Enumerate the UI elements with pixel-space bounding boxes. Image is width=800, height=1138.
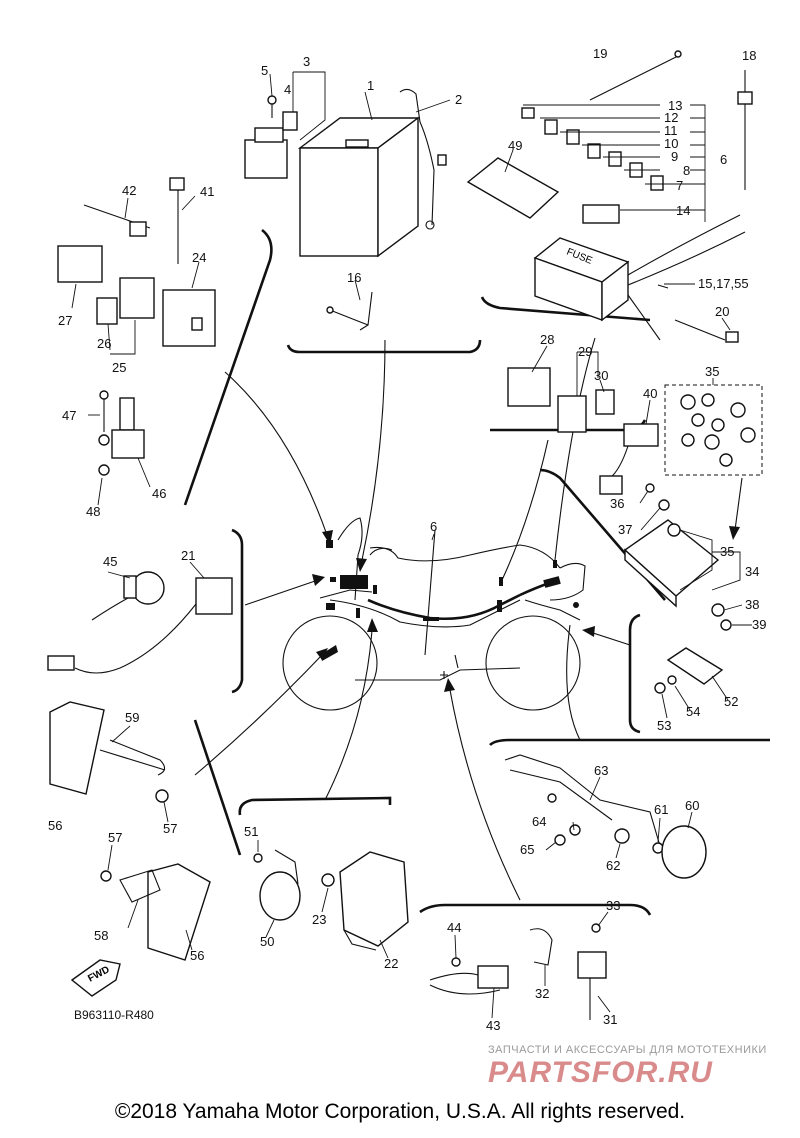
regulator-34 — [623, 499, 732, 631]
copyright-notice: ©2018 Yamaha Motor Corporation, U.S.A. A… — [114, 1100, 686, 1123]
callout-23: 23 — [312, 912, 326, 927]
callout-32: 32 — [535, 986, 549, 1001]
callout-27: 27 — [58, 313, 72, 328]
callout-6-center: 6 — [430, 519, 437, 534]
callout-24: 24 — [192, 250, 206, 265]
speed-sensor-46 — [98, 390, 145, 476]
callout-40: 40 — [643, 386, 657, 401]
callout-54: 54 — [686, 704, 700, 719]
callout-15-17-55: 15,17,55 — [698, 276, 749, 291]
fuse-box: FUSE — [533, 214, 746, 322]
leader-lines — [71, 71, 752, 1019]
callout-53: 53 — [657, 718, 671, 733]
callout-45: 45 — [103, 554, 117, 569]
cable-ties — [589, 50, 753, 343]
callout-20: 20 — [715, 304, 729, 319]
callout-numbers: 1 2 3 4 5 6 6 7 8 9 10 11 12 13 14 15,17… — [48, 46, 766, 1033]
callout-51: 51 — [244, 824, 258, 839]
arrow-fwd: FWD — [70, 959, 121, 997]
reflectors-left — [49, 701, 211, 961]
group-bracket-lines — [183, 228, 770, 916]
top-left-parts — [57, 177, 216, 347]
callout-49: 49 — [508, 138, 522, 153]
pointer-arrows — [194, 337, 743, 901]
callout-57-a: 57 — [163, 821, 177, 836]
callout-56-b: 56 — [190, 948, 204, 963]
callout-50: 50 — [260, 934, 274, 949]
callout-35-top: 35 — [705, 364, 719, 379]
fuse-cover-49 — [466, 157, 560, 219]
starter-relay — [244, 95, 298, 179]
callout-31: 31 — [603, 1012, 617, 1027]
callout-35-mid: 35 — [720, 544, 734, 559]
callout-26: 26 — [97, 336, 111, 351]
callout-64: 64 — [532, 814, 546, 829]
callout-48: 48 — [86, 504, 100, 519]
callout-44: 44 — [447, 920, 461, 935]
watermark-tagline: ЗАПЧАСТИ И АКСЕССУАРЫ ДЛЯ МОТОТЕХНИКИ — [488, 1044, 767, 1056]
callout-59: 59 — [125, 710, 139, 725]
callout-25: 25 — [112, 360, 126, 375]
horn-and-ecu — [253, 849, 409, 951]
sensors-lower — [429, 923, 607, 1020]
callout-60: 60 — [685, 798, 699, 813]
callout-5: 5 — [261, 63, 268, 78]
callout-41: 41 — [200, 184, 214, 199]
relays-28-30 — [507, 367, 615, 433]
callout-19: 19 — [593, 46, 607, 61]
callout-58: 58 — [94, 928, 108, 943]
callout-62: 62 — [606, 858, 620, 873]
callout-3: 3 — [303, 54, 310, 69]
callout-34: 34 — [745, 564, 759, 579]
callout-6-top: 6 — [720, 152, 727, 167]
callout-52: 52 — [724, 694, 738, 709]
callout-65: 65 — [520, 842, 534, 857]
battery — [297, 88, 447, 258]
callout-42: 42 — [122, 183, 136, 198]
watermark-logo: PARTSFOR.RU — [488, 1056, 713, 1089]
callout-57-b: 57 — [108, 830, 122, 845]
callout-47: 47 — [62, 408, 76, 423]
wire-harness-16 — [326, 291, 373, 331]
callout-10: 10 — [664, 136, 678, 151]
callout-36: 36 — [610, 496, 624, 511]
reflector-52 — [654, 647, 724, 694]
callout-22: 22 — [384, 956, 398, 971]
callout-11: 11 — [664, 123, 678, 138]
callout-2: 2 — [455, 92, 462, 107]
callout-43: 43 — [486, 1018, 500, 1033]
callout-4: 4 — [284, 82, 291, 97]
callout-63: 63 — [594, 763, 608, 778]
callout-14: 14 — [676, 203, 690, 218]
license-bracket-60-65 — [504, 754, 707, 879]
callout-28: 28 — [540, 332, 554, 347]
callout-1: 1 — [367, 78, 374, 93]
harness-40-36 — [599, 423, 659, 495]
diagram-code: B963110-R480 — [74, 1008, 154, 1022]
callout-12: 12 — [664, 110, 678, 125]
grommet-set-35 — [664, 384, 763, 476]
callout-37: 37 — [618, 522, 632, 537]
callout-16: 16 — [347, 270, 361, 285]
callout-13: 13 — [668, 98, 682, 113]
callout-56-a: 56 — [48, 818, 62, 833]
callout-30: 30 — [594, 368, 608, 383]
motorcycle-outline — [282, 517, 586, 711]
callout-39: 39 — [752, 617, 766, 632]
callout-38: 38 — [745, 597, 759, 612]
callout-61: 61 — [654, 802, 668, 817]
callout-7: 7 — [676, 178, 683, 193]
callout-21: 21 — [181, 548, 195, 563]
callout-18: 18 — [742, 48, 756, 63]
callout-8: 8 — [683, 163, 690, 178]
callout-29: 29 — [578, 344, 592, 359]
switch-21-45 — [47, 571, 233, 674]
callout-33: 33 — [606, 898, 620, 913]
callout-9: 9 — [671, 149, 678, 164]
callout-46: 46 — [152, 486, 166, 501]
